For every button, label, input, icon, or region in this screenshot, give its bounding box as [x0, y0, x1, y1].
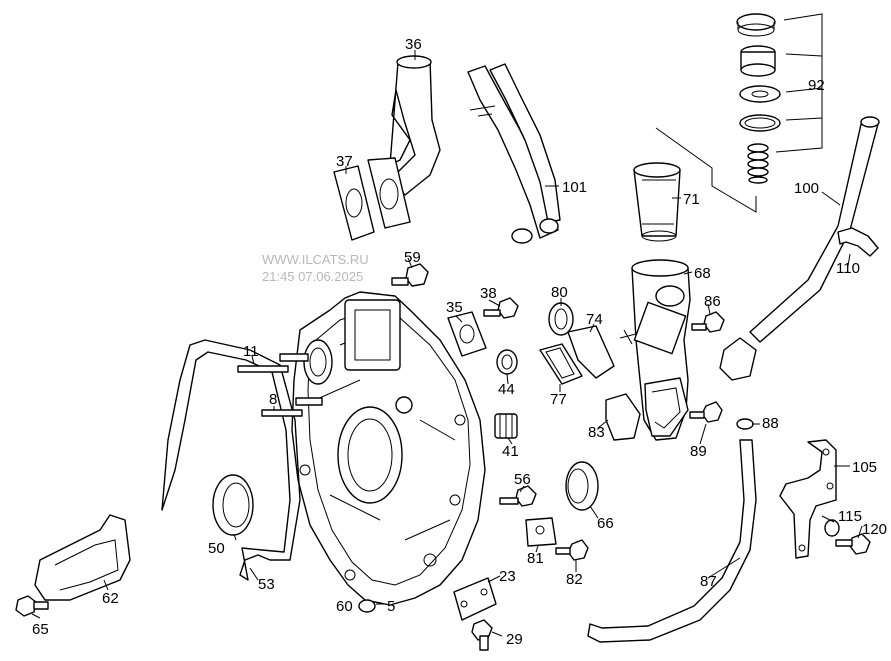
callout-115: 115 [838, 508, 862, 525]
bracket-line-92 [655, 13, 823, 213]
callout-62: 62 [102, 590, 119, 607]
cap-assembly [736, 13, 781, 184]
oil-filter-housing [631, 259, 691, 441]
callout-110: 110 [836, 260, 860, 277]
flywheel-housing [291, 291, 486, 606]
callout-53: 53 [258, 576, 275, 593]
callout-5: 5 [387, 598, 395, 615]
callout-101: 101 [562, 179, 587, 196]
bolt [15, 595, 49, 617]
callout-11: 11 [243, 343, 259, 360]
callout-80: 80 [551, 284, 568, 301]
studs [237, 353, 323, 417]
front-cover [34, 514, 131, 601]
cover-35 [447, 311, 487, 357]
bolt [691, 311, 725, 333]
clip-110 [837, 227, 879, 257]
hose-87 [587, 439, 757, 643]
callout-88: 88 [762, 415, 779, 432]
valve-41 [494, 413, 518, 439]
callout-60: 60 [336, 598, 353, 615]
crankshaft-seal [212, 474, 254, 536]
callout-65: 65 [32, 621, 49, 638]
watermark-stamp: 21:45 07.06.2025 [262, 269, 363, 284]
callout-59: 59 [404, 249, 421, 266]
callout-81: 81 [527, 550, 544, 567]
callout-86: 86 [704, 293, 721, 310]
bracket-81 [525, 517, 557, 547]
callout-82: 82 [566, 571, 583, 588]
bolt [483, 297, 519, 319]
gasket-83 [605, 393, 641, 441]
callout-36: 36 [405, 36, 422, 53]
seal-66 [565, 461, 599, 511]
bracket-74 [567, 325, 615, 379]
callout-100: 100 [794, 180, 819, 197]
bolt [555, 539, 589, 561]
callout-44: 44 [498, 381, 515, 398]
plug-44 [496, 349, 518, 375]
callout-29: 29 [506, 631, 523, 648]
callout-23: 23 [499, 568, 516, 585]
clamp-88 [736, 418, 754, 430]
housing-gasket [161, 339, 301, 581]
bolt [835, 533, 871, 555]
spacer-115 [824, 519, 840, 537]
leader-lines [31, 50, 863, 637]
callout-66: 66 [597, 515, 614, 532]
flange-gasket-37 [333, 157, 411, 241]
callout-8: 8 [269, 391, 277, 408]
filter-element [633, 162, 681, 242]
callout-71: 71 [683, 191, 700, 208]
bolt [689, 401, 723, 423]
hose-101 [467, 63, 561, 244]
plug-60 [358, 599, 376, 613]
callout-105: 105 [852, 459, 877, 476]
bolt [391, 263, 429, 287]
bracket-105 [779, 439, 837, 559]
callout-120: 120 [862, 521, 887, 538]
callout-38: 38 [480, 285, 497, 302]
callout-37: 37 [336, 153, 353, 170]
bolt [499, 485, 537, 507]
callout-56: 56 [514, 471, 531, 488]
callout-50: 50 [208, 540, 225, 557]
callout-83: 83 [588, 424, 605, 441]
pipe-36 [389, 55, 441, 196]
callout-35: 35 [446, 299, 463, 316]
callout-41: 41 [502, 443, 519, 460]
callout-68: 68 [694, 265, 711, 282]
callout-92: 92 [808, 77, 825, 94]
callout-labels: 36 37 101 71 68 92 100 110 59 35 38 80 7… [32, 36, 887, 648]
bolt [471, 619, 493, 651]
watermark-site: WWW.ILCATS.RU [262, 252, 369, 267]
cover-plate-23 [453, 577, 497, 621]
callout-87: 87 [700, 573, 717, 590]
callout-89: 89 [690, 443, 707, 460]
seal-80 [548, 302, 574, 336]
gasket-77 [539, 343, 583, 385]
callout-74: 74 [586, 311, 603, 328]
pin [619, 329, 637, 345]
callout-77: 77 [550, 391, 567, 408]
dipstick-tube [719, 116, 880, 381]
